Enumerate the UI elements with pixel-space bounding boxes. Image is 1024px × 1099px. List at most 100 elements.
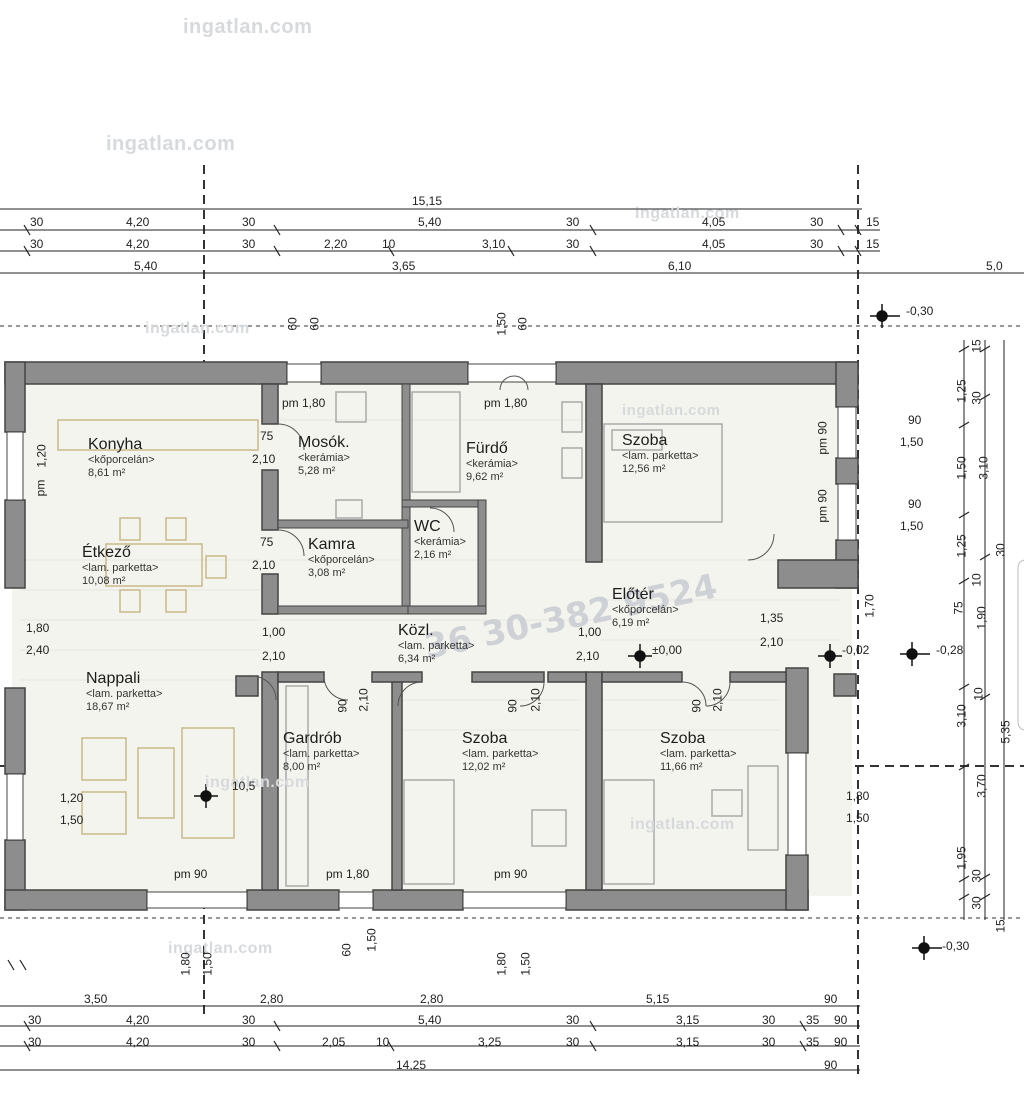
dim-label: 1,70 xyxy=(862,594,877,618)
dim-label: 30 xyxy=(810,237,824,251)
dim-label: 90 xyxy=(824,992,838,1006)
opening-label: 1,80 xyxy=(178,952,193,976)
dim-label: 15 xyxy=(866,237,880,251)
room-name: Előtér xyxy=(612,586,654,603)
dim-label: 3,70 xyxy=(974,774,989,798)
dim-label: 10 xyxy=(971,687,986,701)
dim-label: 4,20 xyxy=(126,237,150,251)
opening-label: 1,50 xyxy=(364,928,379,952)
opening-label: 1,50 xyxy=(494,312,509,336)
dim-label: 90 xyxy=(824,1058,838,1072)
opening-label: 90 xyxy=(505,699,520,713)
room-area: 2,16 m² xyxy=(414,549,452,562)
dim-label: 3,65 xyxy=(392,259,416,273)
watermark: ingatlan.com xyxy=(145,320,250,337)
opening-label: 2,10 xyxy=(252,558,276,572)
opening-label: 60 xyxy=(515,317,530,331)
room-name: Gardrób xyxy=(283,730,342,747)
dim-label: 15 xyxy=(969,339,984,353)
opening-label: 90 xyxy=(908,413,922,427)
room-kamra: Kamra <kőporcelán> 3,08 m² xyxy=(308,536,375,580)
opening-label: 2,10 xyxy=(760,635,784,649)
opening-label: 2,10 xyxy=(252,452,276,466)
dim-label: 30 xyxy=(566,237,580,251)
opening-label: 75 xyxy=(260,535,274,549)
dim-label: 5,0 xyxy=(986,259,1003,273)
room-area: 8,00 m² xyxy=(283,761,321,774)
dim-label: 1,90 xyxy=(974,606,989,630)
room-nappali: Nappali <lam. parketta> 18,67 m² xyxy=(86,670,162,714)
room-area: 6,19 m² xyxy=(612,617,650,630)
dim-label: 14,25 xyxy=(396,1058,427,1072)
dim-label: 30 xyxy=(242,1013,256,1027)
opening-label: 90 xyxy=(335,699,350,713)
dim-label: 5,40 xyxy=(134,259,158,273)
opening-label: 1,80 xyxy=(846,789,870,803)
door-swings xyxy=(251,375,775,707)
room-eloter: Előtér <kőporcelán> 6,19 m² xyxy=(612,586,679,630)
dim-label: 5,40 xyxy=(418,1013,442,1027)
dim-label: 30 xyxy=(242,237,256,251)
opening-label: pm 1,80 xyxy=(484,396,528,410)
opening-label: pm 90 xyxy=(815,421,830,455)
room-material: <lam. parketta> xyxy=(398,640,475,653)
room-area: 12,02 m² xyxy=(462,761,506,774)
dim-label: 30 xyxy=(242,1035,256,1049)
room-gardrob: Gardrób <lam. parketta> 8,00 m² xyxy=(283,730,359,774)
dim-label: 2,80 xyxy=(260,992,284,1006)
room-area: 10,08 m² xyxy=(82,575,126,588)
room-area: 12,56 m² xyxy=(622,463,666,476)
dim-label: 35 xyxy=(806,1013,820,1027)
dim-label: 30 xyxy=(969,391,984,405)
opening-label: 2,40 xyxy=(26,643,50,657)
watermark: ingatlan.com xyxy=(630,816,735,833)
room-name: WC xyxy=(414,518,441,535)
watermark: ingatlan.com xyxy=(168,940,273,957)
room-material: <kőporcelán> xyxy=(308,554,375,567)
dim-label: 75 xyxy=(951,601,966,615)
opening-label: pm 90 xyxy=(174,867,208,881)
dim-label: 30 xyxy=(28,1013,42,1027)
dim-label: 3,10 xyxy=(976,456,991,480)
opening-label: 1,20 xyxy=(34,444,49,468)
opening-label: 2,10 xyxy=(356,688,371,712)
dim-label: 30 xyxy=(969,869,984,883)
dim-label: 3,25 xyxy=(478,1035,502,1049)
dim-label: 30 xyxy=(30,237,44,251)
room-area: 8,61 m² xyxy=(88,467,126,480)
partition-walls xyxy=(277,383,487,615)
room-area: 3,08 m² xyxy=(308,567,346,580)
level-label: ±0,00 xyxy=(652,643,682,657)
dim-label: 30 xyxy=(566,1035,580,1049)
opening-label: pm 90 xyxy=(815,489,830,523)
opening-label: 1,20 xyxy=(60,791,84,805)
opening-label: 1,50 xyxy=(900,519,924,533)
dim-label: 5,40 xyxy=(418,215,442,229)
opening-label: 2,10 xyxy=(528,688,543,712)
level-label: -0,02 xyxy=(842,643,870,657)
room-material: <kerámia> xyxy=(298,452,350,465)
watermark: ingatlan.com xyxy=(183,16,313,38)
dim-label: 15 xyxy=(993,919,1008,933)
room-etkezo: Étkező <lam. parketta> 10,08 m² xyxy=(82,544,158,588)
room-area: 18,67 m² xyxy=(86,701,130,714)
dim-label: 3,15 xyxy=(676,1035,700,1049)
opening-label: 90 xyxy=(908,497,922,511)
dim-label: 4,05 xyxy=(702,215,726,229)
dim-label: 15 xyxy=(866,215,880,229)
dim-label: 5,35 xyxy=(998,720,1013,744)
opening-label: pm 1,80 xyxy=(326,867,370,881)
room-szoba-2: Szoba <lam. parketta> 12,02 m² xyxy=(462,730,538,774)
room-material: <lam. parketta> xyxy=(622,450,699,463)
opening-label: 1,00 xyxy=(578,625,602,639)
dim-label: 2,05 xyxy=(322,1035,346,1049)
opening-label: 1,50 xyxy=(846,811,870,825)
room-area: 9,62 m² xyxy=(466,471,504,484)
dim-label: 35 xyxy=(806,1035,820,1049)
level-label: -0,30 xyxy=(906,304,934,318)
dim-label: 30 xyxy=(762,1035,776,1049)
dim-label: 2,20 xyxy=(324,237,348,251)
walls xyxy=(4,361,859,911)
side-panel-frame xyxy=(1017,559,1024,731)
dim-label: 2,80 xyxy=(420,992,444,1006)
